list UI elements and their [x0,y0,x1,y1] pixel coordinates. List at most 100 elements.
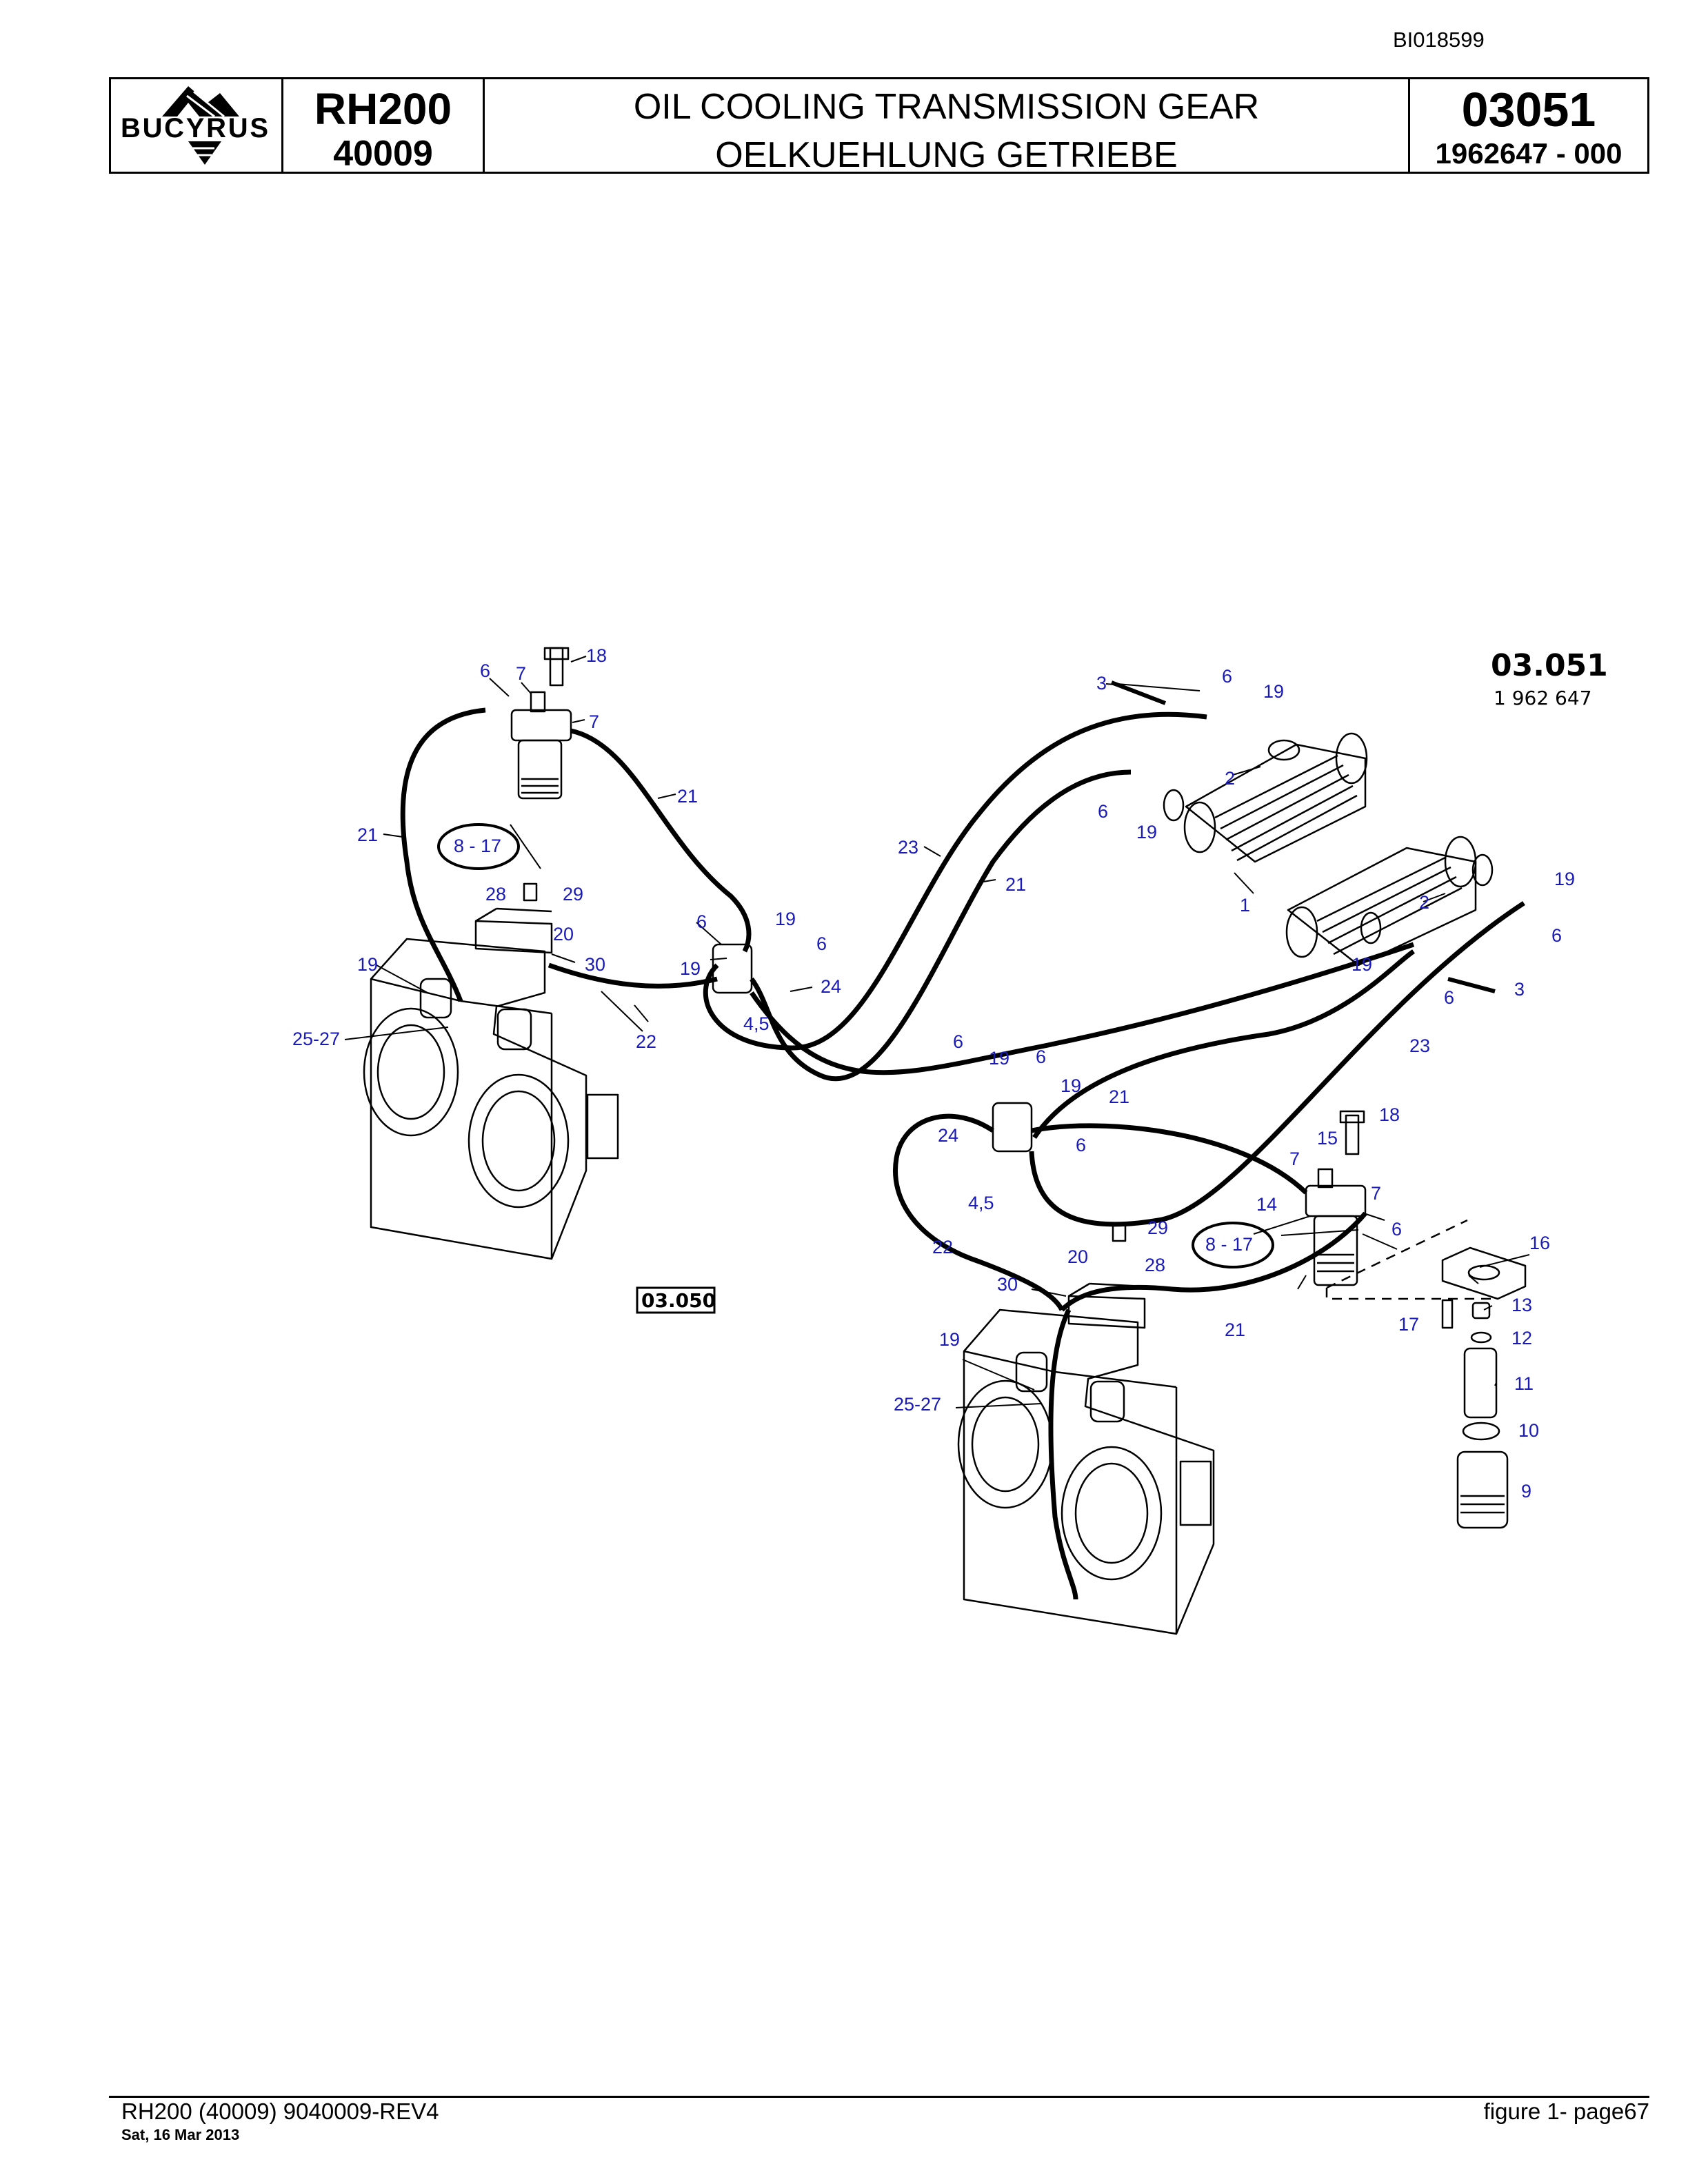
callout-label: 23 [898,837,918,858]
callout-label: 8 - 17 [1205,1234,1253,1255]
callout-label: 6 [1098,801,1108,822]
logo-wordmark: BUCYRUS [121,113,268,143]
callout-label: 6 [1036,1046,1046,1067]
callout-label: 7 [516,663,526,684]
model-cell: RH200 40009 [283,79,485,174]
callout-label: 18 [586,645,607,666]
callout-label: 24 [938,1125,958,1146]
callout-label: 19 [680,958,701,979]
footer-rule [109,2096,1649,2098]
callout-label: 29 [1147,1217,1168,1238]
title-block: BUCYRUS RH200 40009 OIL COOLING TRANSMIS… [109,77,1649,175]
callout-label: 19 [989,1048,1009,1069]
callout-label: 30 [997,1274,1018,1295]
callout-label: 6 [696,911,707,932]
filter-exploded-parts [1325,1219,1527,1529]
callout-label: 17 [1398,1314,1419,1335]
callout-label: 6 [1444,987,1454,1008]
callout-label: 28 [485,884,506,904]
callout-label: 25-27 [894,1394,941,1415]
callout-label: 6 [480,660,490,681]
callout-label: 25-27 [292,1029,340,1049]
callout-labels: 18 6 7 7 21 21 8 - 17 28 29 20 19 30 25-… [292,645,1575,1502]
callout-oval-lower [1192,1222,1274,1268]
callout-label: 19 [357,954,378,975]
oil-cooler-upper [1183,732,1368,863]
document-id: BI018599 [1393,28,1485,52]
title-german: OELKUEHLUNG GETRIEBE [715,135,1178,175]
model-name: RH200 [314,84,452,134]
diagram-ref-code: 03.051 [1491,648,1608,683]
gasket [1471,853,1494,887]
serial-number: 40009 [333,134,433,174]
hoses [400,707,1525,1600]
callout-label: 2 [1225,768,1235,789]
callout-label: 7 [1371,1183,1381,1204]
footer-date: Sat, 16 Mar 2013 [121,2126,240,2143]
callout-label: 6 [1076,1135,1086,1155]
callout-label: 21 [1109,1086,1129,1107]
callout-label: 13 [1511,1295,1532,1315]
callout-label: 7 [1289,1149,1300,1169]
callout-label: 21 [1225,1320,1245,1340]
callout-label: 21 [1005,874,1026,895]
callout-oval-upper [437,823,520,870]
oil-cooler-lower [1285,836,1477,967]
callout-label: 19 [1554,869,1575,889]
callout-label: 19 [1352,954,1372,975]
callout-label: 15 [1317,1128,1338,1149]
callout-label: 18 [1379,1104,1400,1125]
callout-label: 29 [563,884,583,904]
callout-label: 6 [1391,1219,1402,1240]
footer-document-ref: RH200 (40009) 9040009-REV4 [121,2099,439,2124]
callout-label: 6 [1551,925,1562,946]
gasket [1163,789,1185,822]
callout-label: 19 [939,1329,960,1350]
gasket [1360,911,1382,944]
title-english: OIL COOLING TRANSMISSION GEAR [633,87,1260,127]
callout-label: 14 [1256,1194,1277,1215]
reference-box [636,1286,716,1314]
callout-label: 8 - 17 [454,836,501,856]
callout-label: 11 [1514,1373,1534,1394]
callout-label: 20 [1067,1246,1088,1267]
callout-label: 21 [357,825,378,845]
callout-label: 6 [816,933,827,954]
callout-label: 3 [1514,979,1525,1000]
callout-label: 24 [821,976,841,997]
callout-label: 19 [1061,1075,1081,1096]
callout-label: 16 [1529,1233,1550,1253]
brand-logo: BUCYRUS [111,79,283,172]
lower-filter-assembly [1305,1110,1367,1286]
callout-label: 22 [636,1031,656,1052]
reference-box-label: 03.050 [641,1289,716,1312]
footer-page-ref: figure 1- page67 [1483,2099,1649,2124]
bucyrus-logo-icon: BUCYRUS [121,86,268,165]
callout-label: 4,5 [968,1193,994,1213]
right-gearbox [957,1282,1215,1635]
callout-label: 10 [1518,1420,1539,1441]
section-number: 03051 [1461,83,1596,136]
distributor-block-lower [992,1102,1033,1153]
part-number: 1962647 - 000 [1435,137,1622,170]
bolts [523,680,1496,1242]
upper-filter-assembly [510,647,572,800]
callout-label: 7 [589,711,599,732]
callout-label: 6 [1222,666,1232,687]
callout-label: 30 [585,954,605,975]
callout-label: 28 [1145,1255,1165,1275]
callout-label: 22 [932,1237,953,1257]
callout-label: 3 [1096,673,1107,694]
gasket [1267,739,1300,761]
callout-label: 19 [775,909,796,929]
callout-label: 20 [553,924,574,944]
callout-label: 2 [1419,892,1429,913]
callout-leaders [344,656,1530,1408]
callout-label: 4,5 [743,1013,770,1034]
callout-label: 23 [1409,1035,1430,1056]
section-cell: 03051 1962647 - 000 [1410,79,1647,172]
callout-label: 19 [1136,822,1157,842]
callout-label: 19 [1263,681,1284,702]
callout-label: 12 [1511,1328,1532,1348]
